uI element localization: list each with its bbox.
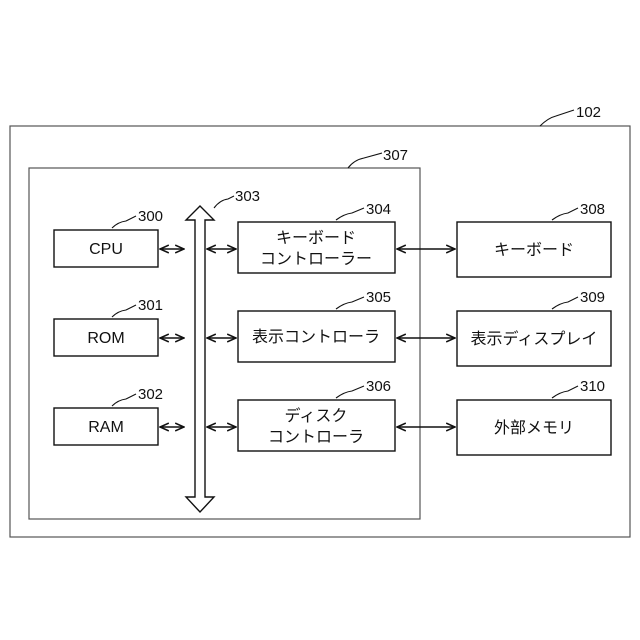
keyboard-leader: [552, 208, 578, 220]
external-memory-label: 外部メモリ: [494, 418, 574, 437]
cpu-ref: 300: [138, 208, 163, 225]
display-leader: [552, 297, 578, 309]
bus-ref: 303: [235, 188, 260, 205]
board-ref: 307: [383, 147, 408, 164]
system-leader: [540, 110, 574, 126]
keyboard-controller-ref: 304: [366, 201, 391, 218]
display-controller-ref: 305: [366, 289, 391, 306]
keyboard-ref: 308: [580, 201, 605, 218]
ram-ref: 302: [138, 386, 163, 403]
display-controller-label: 表示コントローラ: [252, 327, 380, 346]
display-label: 表示ディスプレイ: [471, 329, 598, 348]
rom-leader: [112, 305, 136, 317]
system-ref: 102: [576, 104, 601, 121]
rom-ref: 301: [138, 297, 163, 314]
disk-controller-leader: [336, 386, 364, 398]
external-memory-leader: [552, 386, 578, 398]
system-bus-arrow: [186, 206, 214, 512]
keyboard-label: キーボード: [494, 240, 574, 259]
keyboard-controller-label-line2: コントローラー: [260, 249, 372, 268]
bus-leader: [214, 196, 234, 208]
ram-leader: [112, 394, 136, 406]
display-ref: 309: [580, 289, 605, 306]
keyboard-controller-label-line1: キーボード: [276, 228, 356, 247]
disk-controller-label-line1: ディスク: [285, 406, 348, 425]
disk-controller-ref: 306: [366, 378, 391, 395]
external-memory-ref: 310: [580, 378, 605, 395]
cpu-label: CPU: [89, 241, 123, 258]
rom-label: ROM: [87, 330, 124, 347]
cpu-leader: [112, 216, 136, 228]
ram-label: RAM: [88, 419, 124, 436]
display-controller-leader: [336, 297, 364, 309]
disk-controller-label-line2: コントローラ: [268, 427, 364, 446]
board-leader: [348, 153, 382, 168]
keyboard-controller-leader: [336, 208, 364, 220]
